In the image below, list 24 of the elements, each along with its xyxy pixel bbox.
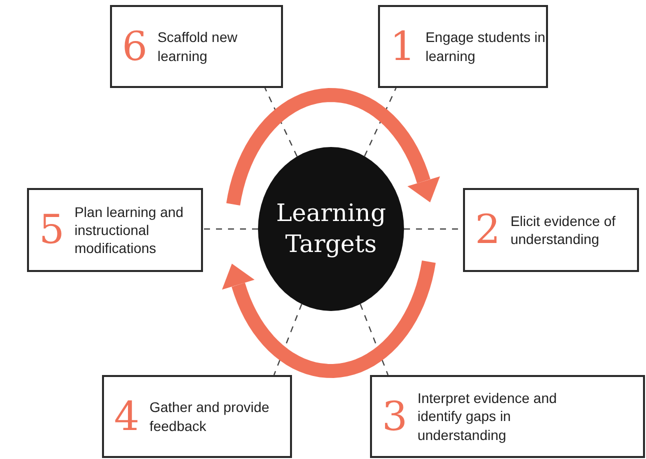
center-title: Learning Targets — [275, 198, 387, 260]
step-box — [102, 375, 292, 458]
dashed-connector — [360, 304, 389, 376]
dashed-connector — [273, 304, 302, 376]
step-box — [110, 5, 283, 88]
step-box — [370, 375, 645, 458]
step-label: Elicit evidence of understanding — [510, 212, 617, 248]
step-number: 2 — [475, 210, 500, 250]
dashed-connector — [203, 228, 258, 230]
dashed-connector — [264, 88, 298, 157]
step-box — [27, 188, 203, 272]
dashed-connector — [364, 88, 397, 156]
step-number: 5 — [39, 210, 64, 250]
step-label: Gather and provide feedback — [149, 398, 270, 435]
step-number: 6 — [122, 26, 148, 66]
step-label: Engage students in learning — [425, 28, 546, 65]
step-label: Scaffold new learning — [157, 28, 238, 65]
step-label: Plan learning and instructional modifications — [74, 202, 184, 258]
step-box — [378, 5, 548, 88]
step-number: 4 — [114, 396, 140, 436]
step-number: 1 — [390, 26, 416, 66]
step-number: 3 — [382, 396, 408, 436]
step-label: Interpret evidence and identify gaps in understanding — [417, 389, 558, 444]
step-box — [463, 188, 639, 272]
